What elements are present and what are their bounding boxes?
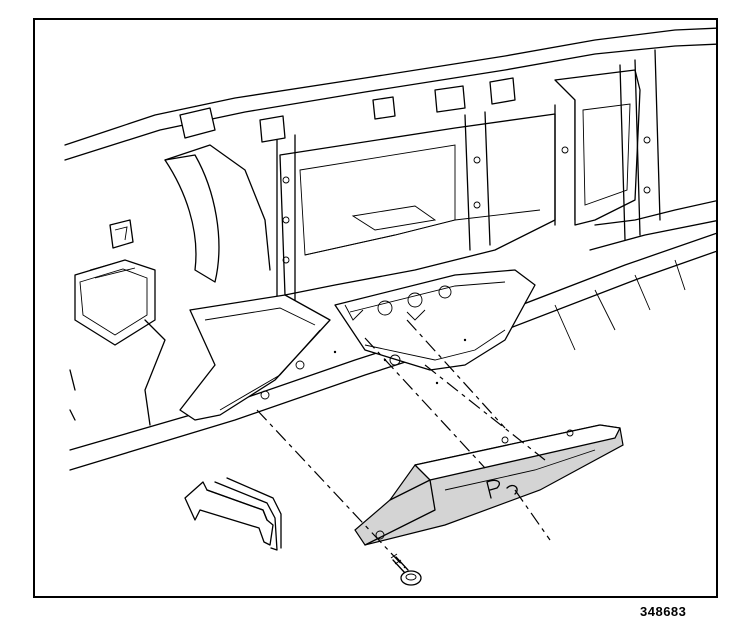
- screw-icon: [390, 553, 422, 586]
- lower-panel-part: [354, 424, 624, 546]
- left-side-bracket: [69, 219, 166, 426]
- instrument-panel-carrier: [64, 27, 716, 471]
- instrument-panel-diagram: [64, 27, 716, 586]
- detail-marks: [333, 338, 467, 385]
- glove-box-mount: [334, 269, 536, 371]
- direction-arrow-icon: [184, 477, 282, 551]
- illustration-frame: [33, 18, 718, 598]
- figure-number: 348683: [640, 604, 687, 619]
- lower-trim-panel: [179, 294, 331, 421]
